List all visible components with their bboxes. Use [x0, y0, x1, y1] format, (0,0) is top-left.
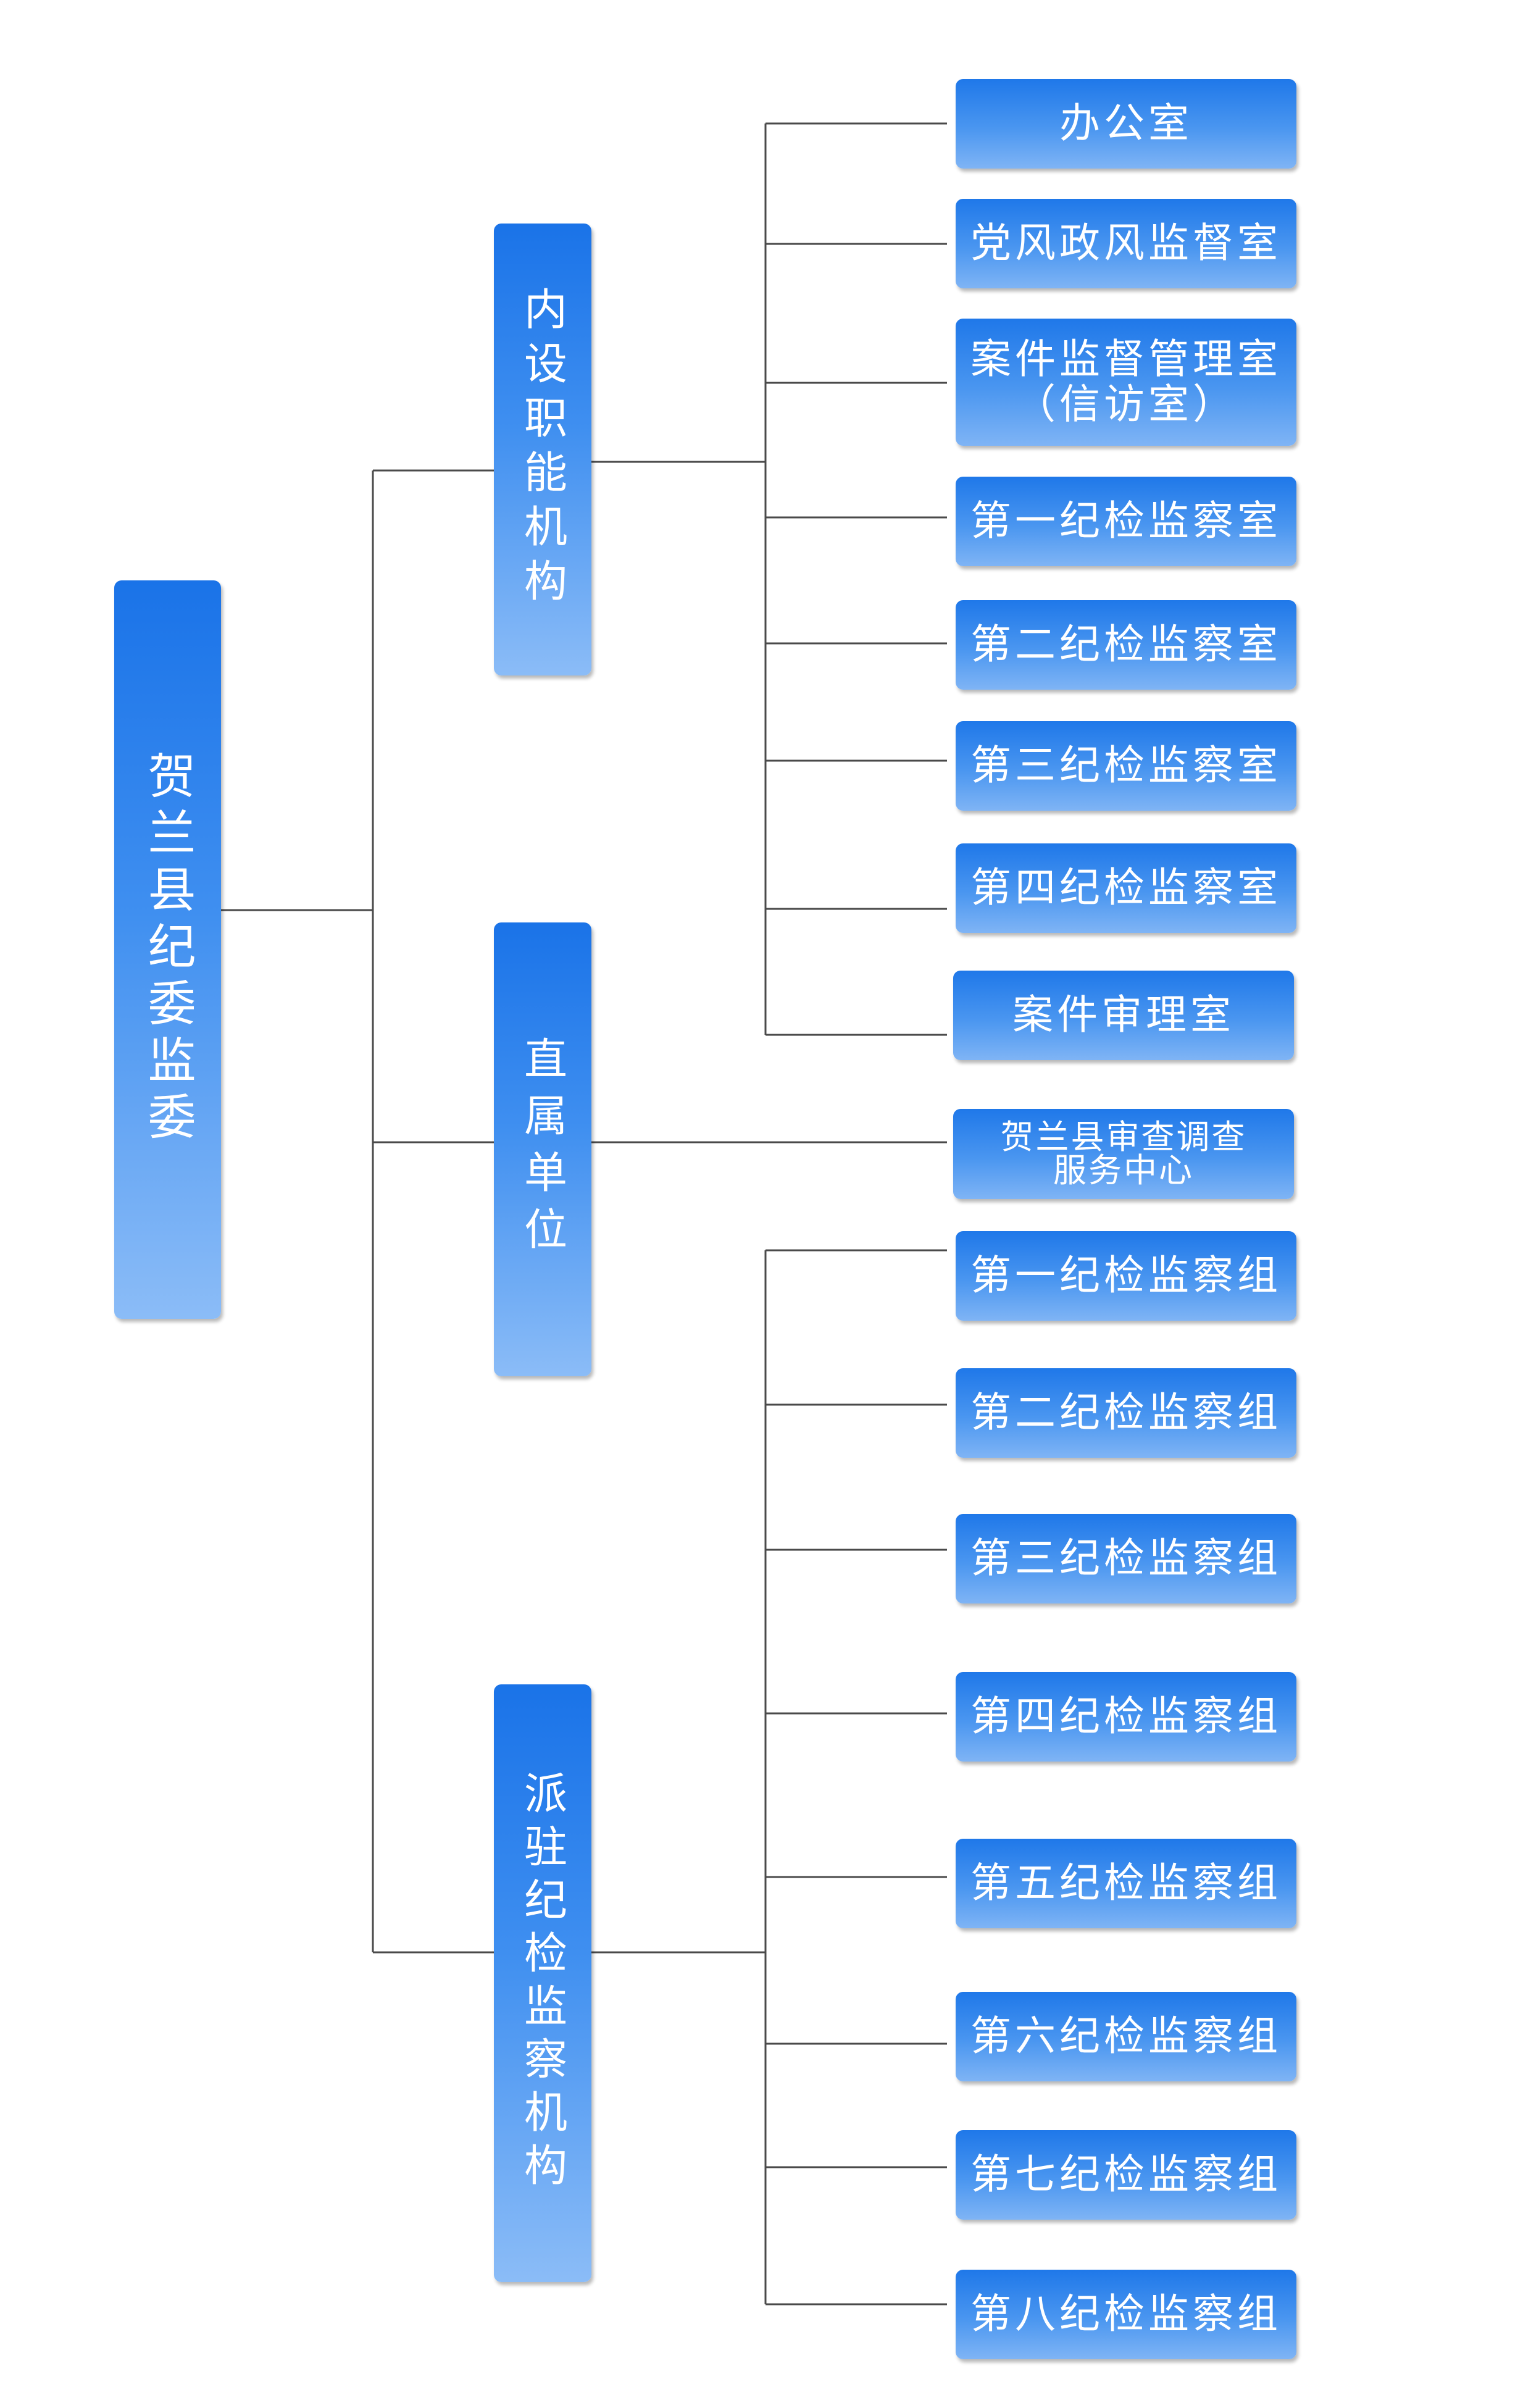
leaf-inspection-group-7: 第七纪检监察组 — [956, 2130, 1296, 2220]
group-internal-label: 内设职能机构 — [517, 286, 568, 612]
group-dispatched: 派驻纪检监察机构 — [494, 1684, 591, 2282]
leaf-inspection-group-5: 第五纪检监察组 — [956, 1839, 1296, 1928]
leaf-case-trial: 案件审理室 — [953, 971, 1294, 1060]
leaf-label: 第三纪检监察室 — [970, 742, 1282, 790]
leaf-label: 第二纪检监察室 — [970, 621, 1282, 669]
leaf-label: 第六纪检监察组 — [970, 2012, 1282, 2060]
leaf-conduct-supervision: 党风政风监督室 — [956, 199, 1296, 288]
leaf-inspection-room-2: 第二纪检监察室 — [956, 600, 1296, 690]
leaf-label-line2: 服务中心 — [1053, 1151, 1194, 1190]
leaf-inspection-group-6: 第六纪检监察组 — [956, 1992, 1296, 2081]
leaf-label: 第八纪检监察组 — [970, 2290, 1282, 2338]
group-direct: 直属单位 — [494, 922, 591, 1376]
root-node: 贺兰县纪委监委 — [114, 580, 221, 1319]
leaf-label: 办公室 — [1059, 99, 1193, 148]
leaf-case-management: 案件监督管理室 （信访室） — [956, 319, 1296, 446]
leaf-review-investigation-center: 贺兰县审查调查 服务中心 — [953, 1109, 1294, 1199]
group-internal: 内设职能机构 — [494, 224, 591, 675]
leaf-inspection-room-3: 第三纪检监察室 — [956, 721, 1296, 811]
leaf-label: 案件审理室 — [1012, 991, 1235, 1039]
group-dispatched-label: 派驻纪检监察机构 — [517, 1771, 568, 2196]
leaf-inspection-group-1: 第一纪检监察组 — [956, 1231, 1296, 1321]
leaf-label: 第四纪检监察室 — [970, 864, 1282, 912]
leaf-inspection-room-4: 第四纪检监察室 — [956, 843, 1296, 933]
root-label: 贺兰县纪委监委 — [140, 751, 196, 1148]
group-direct-label: 直属单位 — [517, 1035, 568, 1263]
leaf-label-line1: 贺兰县审查调查 — [1000, 1118, 1247, 1156]
leaf-inspection-room-1: 第一纪检监察室 — [956, 477, 1296, 566]
leaf-label: 第七纪检监察组 — [970, 2151, 1282, 2199]
leaf-inspection-group-3: 第三纪检监察组 — [956, 1514, 1296, 1603]
leaf-inspection-group-2: 第二纪检监察组 — [956, 1368, 1296, 1458]
leaf-inspection-group-4: 第四纪检监察组 — [956, 1672, 1296, 1762]
leaf-label: 第二纪检监察组 — [970, 1389, 1282, 1437]
leaf-label-line1: 案件监督管理室 — [970, 335, 1282, 383]
leaf-label: 党风政风监督室 — [970, 219, 1282, 267]
leaf-label: 第一纪检监察组 — [970, 1252, 1282, 1300]
leaf-label: 第一纪检监察室 — [970, 497, 1282, 545]
leaf-label: 第四纪检监察组 — [970, 1692, 1282, 1741]
leaf-label-line2: （信访室） — [1015, 380, 1237, 428]
leaf-inspection-group-8: 第八纪检监察组 — [956, 2270, 1296, 2359]
leaf-general-office: 办公室 — [956, 79, 1296, 169]
leaf-label: 第三纪检监察组 — [970, 1534, 1282, 1582]
leaf-label: 第五纪检监察组 — [970, 1859, 1282, 1907]
